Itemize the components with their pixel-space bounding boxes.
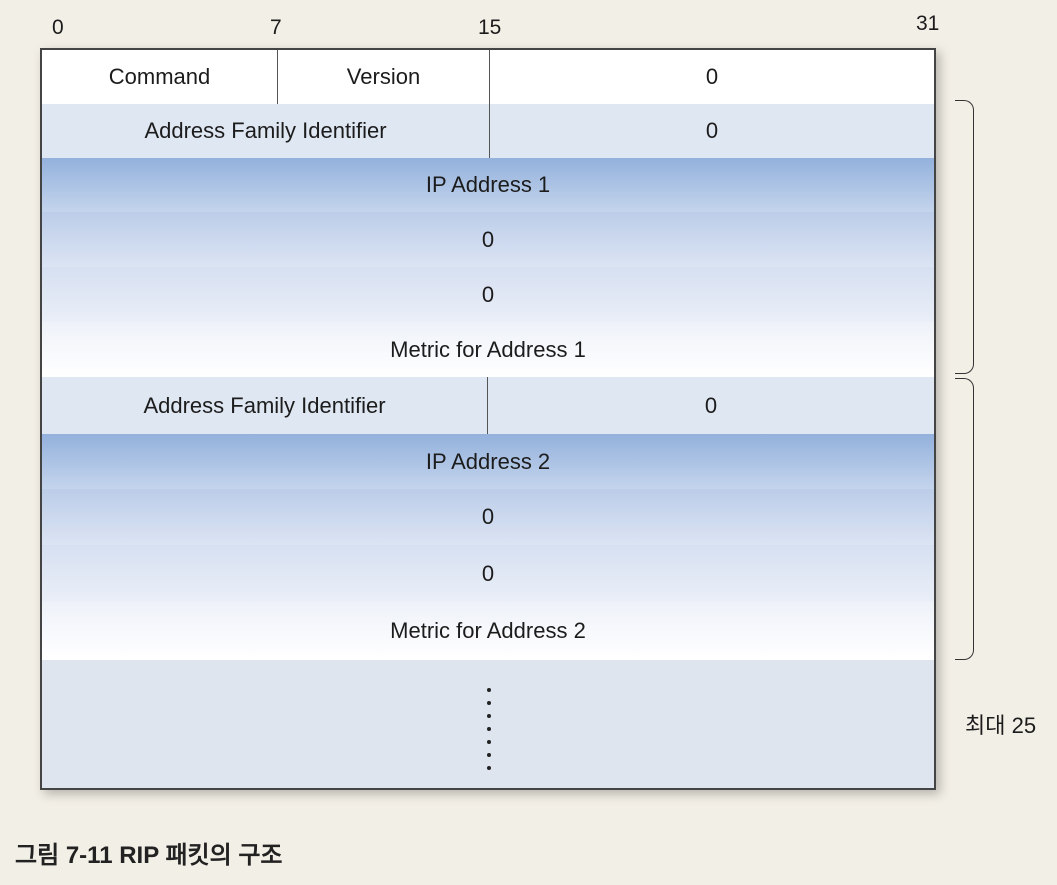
afi-field: Address Family Identifier: [42, 377, 488, 434]
vertical-ellipsis-icon: [487, 688, 491, 770]
command-field: Command: [42, 50, 278, 104]
zero-field: 0: [481, 281, 495, 307]
rip-packet-table: Command Version 0 Address Family Identif…: [40, 48, 936, 790]
version-field: Version: [278, 50, 490, 104]
bit-label-7: 7: [270, 16, 282, 39]
afi-row-1: Address Family Identifier 0: [42, 104, 934, 159]
bit-label-15: 15: [478, 16, 502, 39]
metric-field: Metric for Address 1: [390, 336, 586, 362]
zero-row: 0: [42, 489, 934, 546]
zero-field: 0: [481, 504, 495, 529]
entry-2-brace: [955, 378, 974, 660]
zero-row: 0: [42, 212, 934, 268]
zero-field: 0: [705, 64, 719, 89]
zero-field: 0: [481, 226, 495, 252]
zero-row: 0: [42, 545, 934, 603]
ip-address-row-1: IP Address 1: [42, 158, 934, 213]
metric-row-1: Metric for Address 1: [42, 322, 934, 378]
metric-row-2: Metric for Address 2: [42, 602, 934, 661]
figure-caption: 그림 7-11 RIP 패킷의 구조: [15, 842, 283, 869]
ip-address-row-2: IP Address 2: [42, 434, 934, 490]
ip-address-field: IP Address 1: [425, 172, 551, 197]
zero-field: 0: [704, 392, 718, 418]
afi-row-2: Address Family Identifier 0: [42, 377, 934, 435]
metric-field: Metric for Address 2: [390, 618, 586, 643]
bit-label-31: 31: [916, 12, 940, 35]
ip-address-field: IP Address 2: [425, 448, 551, 474]
bit-label-0: 0: [52, 16, 64, 39]
entry-1-brace: [955, 100, 974, 374]
max-entries-note: 최대 25: [965, 713, 1037, 738]
afi-field: Address Family Identifier: [42, 104, 490, 158]
zero-field: 0: [705, 118, 719, 143]
zero-field: 0: [481, 560, 495, 586]
continuation-row: [42, 660, 934, 788]
header-row: Command Version 0: [42, 50, 934, 105]
zero-row: 0: [42, 267, 934, 323]
